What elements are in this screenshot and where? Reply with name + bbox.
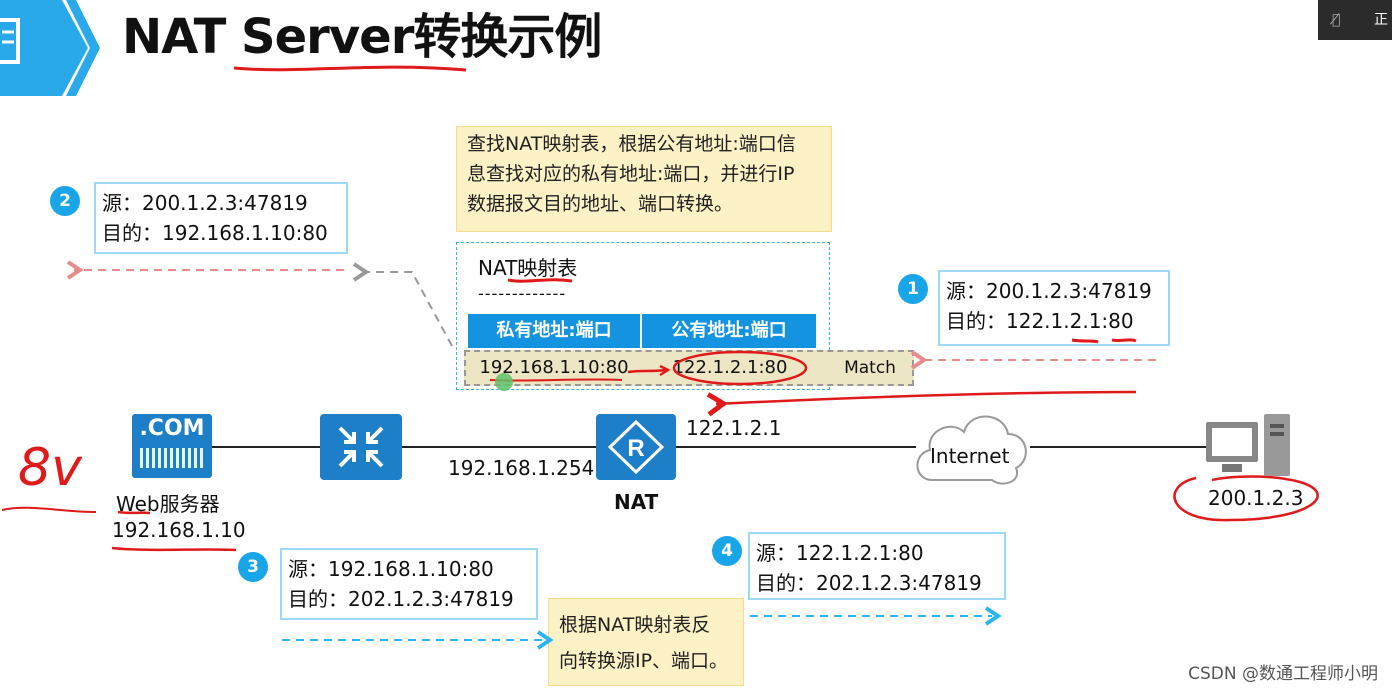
svg-text:R: R bbox=[627, 435, 644, 462]
header-private-address: 私有地址:端口 bbox=[468, 314, 640, 348]
nat-table-title: NAT映射表 bbox=[478, 256, 578, 280]
web-server-icon: .COM bbox=[132, 414, 212, 478]
step-1-badge: 1 bbox=[898, 274, 928, 304]
step-4-destination: 目的：202.1.2.3:47819 bbox=[756, 571, 982, 595]
step-4-source: 源：122.1.2.1:80 bbox=[756, 541, 924, 565]
section-chevron-icon bbox=[0, 0, 100, 96]
nat-label: NAT bbox=[614, 490, 659, 514]
page-title: NAT Server转换示例 bbox=[122, 9, 602, 65]
header-public-address: 公有地址:端口 bbox=[642, 314, 816, 348]
watermark-credit: CSDN @数通工程师小明 bbox=[1188, 664, 1378, 684]
meeting-status-badge: 🎙̸ 正在 bbox=[1318, 0, 1392, 68]
step-1-info-box: 源：200.1.2.3:47819 目的：122.1.2.1:80 bbox=[938, 270, 1170, 346]
match-label: Match bbox=[844, 358, 896, 378]
nat-router-icon: R bbox=[596, 414, 676, 480]
step-4-badge: 4 bbox=[712, 536, 742, 566]
nat-lookup-note: 查找NAT映射表，根据公有地址:端口信 息查找对应的私有地址:端口，并进行IP … bbox=[456, 126, 832, 232]
step-2-badge: 2 bbox=[50, 186, 80, 216]
web-server-ip: 192.168.1.10 bbox=[112, 518, 246, 542]
step-3-badge: 3 bbox=[238, 552, 268, 582]
handwritten-port-annotation: 8v bbox=[18, 438, 82, 498]
step-2-info-box: 源：200.1.2.3:47819 目的：192.168.1.10:80 bbox=[94, 182, 348, 254]
muted-microphone-icon: 🎙̸ bbox=[1332, 12, 1341, 28]
switch-ip: 192.168.1.254 bbox=[448, 456, 595, 480]
step-3-source: 源：192.168.1.10:80 bbox=[288, 557, 494, 581]
nat-title-underline-annotation bbox=[507, 278, 573, 283]
cell-public-address: 122.1.2.1:80 bbox=[672, 357, 788, 378]
client-pc-ip: 200.1.2.3 bbox=[1208, 486, 1304, 510]
step-2-destination: 目的：192.168.1.10:80 bbox=[102, 221, 328, 245]
internet-label: Internet bbox=[930, 444, 1010, 468]
switch-icon bbox=[320, 414, 402, 480]
title-underline-annotation bbox=[233, 65, 467, 72]
step-1-source: 源：200.1.2.3:47819 bbox=[946, 279, 1152, 303]
nat-table-separator: ------------- bbox=[478, 284, 567, 303]
nat-public-ip: 122.1.2.1 bbox=[686, 416, 782, 440]
reverse-translation-note: 根据NAT映射表反 向转换源IP、端口。 bbox=[548, 598, 744, 686]
web-server-label: Web服务器 bbox=[116, 492, 220, 516]
step-3-info-box: 源：192.168.1.10:80 目的：202.1.2.3:47819 bbox=[280, 548, 538, 620]
client-pc-icon bbox=[1206, 414, 1290, 476]
step-2-source: 源：200.1.2.3:47819 bbox=[102, 191, 308, 215]
step-1-destination: 目的：122.1.2.1:80 bbox=[946, 309, 1134, 333]
internet-cloud-icon bbox=[916, 415, 1027, 485]
step-4-info-box: 源：122.1.2.1:80 目的：202.1.2.3:47819 bbox=[748, 532, 1006, 600]
cell-private-address: 192.168.1.10:80 bbox=[479, 357, 629, 378]
nat-table-frame bbox=[456, 242, 830, 390]
step-3-destination: 目的：202.1.2.3:47819 bbox=[288, 587, 514, 611]
